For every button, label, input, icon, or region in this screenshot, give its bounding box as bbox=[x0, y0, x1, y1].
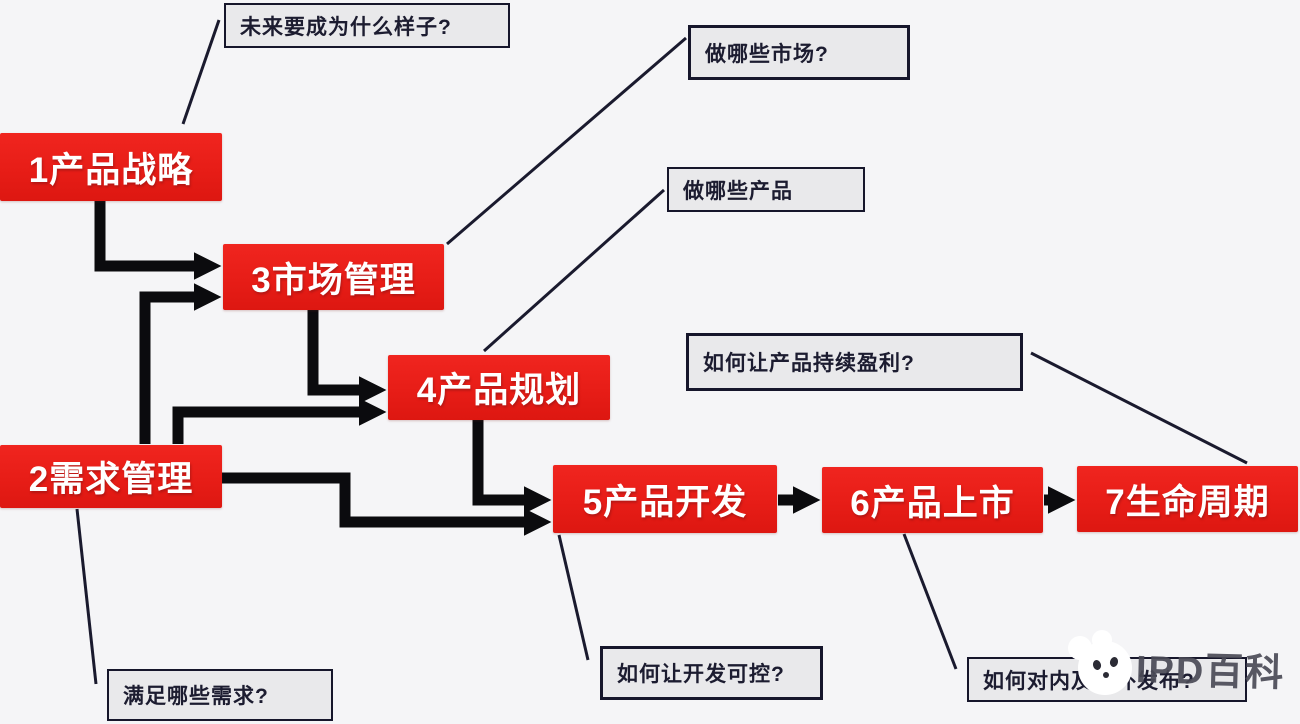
leader-line-requirements bbox=[75, 508, 98, 685]
callout-leader-lines bbox=[75, 19, 1248, 685]
flow-arrow-2-to-3 bbox=[139, 283, 222, 444]
callout-which-markets: 做哪些市场? bbox=[688, 25, 910, 80]
callout-controllable-development: 如何让开发可控? bbox=[600, 646, 823, 700]
node-requirements-management: 2需求管理 bbox=[0, 445, 222, 508]
flow-arrow-4-to-5 bbox=[472, 419, 552, 514]
ipd-mascot-icon bbox=[1068, 630, 1132, 695]
node-label: 6产品上市 bbox=[850, 483, 1015, 523]
flow-arrow-1-to-3 bbox=[94, 201, 222, 280]
node-product-launch: 6产品上市 bbox=[822, 467, 1043, 533]
callout-which-products: 做哪些产品 bbox=[667, 167, 865, 212]
node-label: 2需求管理 bbox=[28, 460, 194, 499]
leader-line-planning bbox=[482, 188, 666, 353]
callout-label: 如何让产品持续盈利? bbox=[703, 352, 915, 375]
callout-label: 未来要成为什么样子? bbox=[240, 15, 452, 39]
callout-label: 满足哪些需求? bbox=[123, 685, 269, 708]
flow-arrow-2-to-5 bbox=[222, 472, 552, 536]
callout-label: 如何让开发可控? bbox=[617, 663, 785, 686]
leader-line-strategy bbox=[181, 19, 221, 125]
node-label: 3市场管理 bbox=[251, 260, 416, 300]
flow-arrows bbox=[94, 201, 1076, 536]
node-lifecycle: 7生命周期 bbox=[1077, 466, 1298, 532]
node-label: 1产品战略 bbox=[28, 150, 194, 190]
flow-arrow-3-to-4 bbox=[307, 309, 387, 404]
leader-line-development bbox=[557, 534, 590, 661]
leader-line-market bbox=[446, 36, 687, 246]
node-label: 4产品规划 bbox=[416, 371, 582, 410]
flow-arrow-2-to-4 bbox=[172, 398, 387, 444]
node-product-planning: 4产品规划 bbox=[388, 355, 610, 420]
node-label: 5产品开发 bbox=[582, 482, 748, 522]
leader-line-lifecycle bbox=[1030, 351, 1248, 465]
node-product-strategy: 1产品战略 bbox=[0, 133, 222, 201]
callout-label: 做哪些产品 bbox=[683, 179, 793, 203]
watermark-text: IPD百科 bbox=[1135, 648, 1286, 695]
leader-line-launch bbox=[902, 533, 958, 670]
callout-future-vision: 未来要成为什么样子? bbox=[224, 3, 510, 48]
node-label: 7生命周期 bbox=[1105, 482, 1270, 522]
node-product-development: 5产品开发 bbox=[553, 465, 777, 533]
callout-which-needs: 满足哪些需求? bbox=[107, 669, 333, 721]
watermark: IPD百科 bbox=[1062, 628, 1300, 706]
callout-sustained-profit: 如何让产品持续盈利? bbox=[686, 333, 1023, 391]
node-market-management: 3市场管理 bbox=[223, 244, 444, 310]
callout-label: 做哪些市场? bbox=[705, 42, 829, 66]
